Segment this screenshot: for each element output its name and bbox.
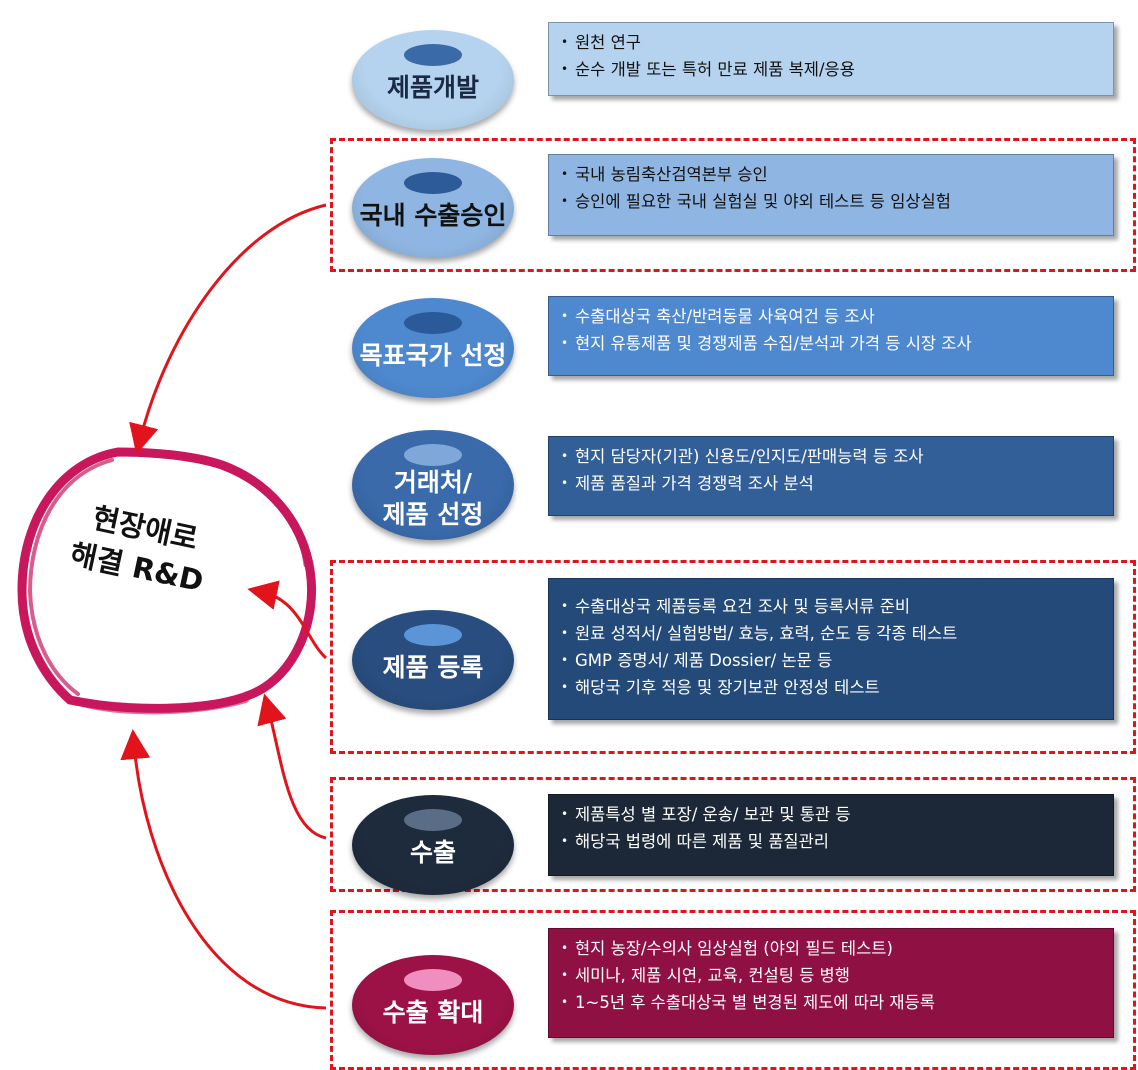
disc-highlight	[404, 624, 462, 646]
stage-disc-partner-selection: 거래처/ 제품 선정	[352, 430, 514, 540]
stage-box-target-country: •수출대상국 축산/반려동물 사육여건 등 조사 •현지 유통제품 및 경쟁제품…	[548, 296, 1114, 376]
stage-box-product-registration: •수출대상국 제품등록 요건 조사 및 등록서류 준비 •원료 성적서/ 실험방…	[548, 578, 1114, 720]
stage-box-export: •제품특성 별 포장/ 운송/ 보관 및 통관 등 •해당국 법령에 따른 제품…	[548, 794, 1114, 876]
disc-highlight	[404, 444, 462, 466]
bullet-item: •해당국 법령에 따른 제품 및 품질관리	[561, 832, 829, 851]
stage-disc-product-registration: 제품 등록	[352, 610, 514, 710]
bullet-item: •순수 개발 또는 특허 만료 제품 복제/응용	[561, 60, 855, 79]
bullet-item: •현지 유통제품 및 경쟁제품 수집/분석과 가격 등 시장 조사	[561, 334, 972, 353]
stage-disc-product-development: 제품개발	[352, 30, 514, 130]
bullet-item: •1~5년 후 수출대상국 별 변경된 제도에 따라 재등록	[561, 993, 935, 1012]
feedback-arrows	[120, 203, 328, 1010]
arrow-registration-to-center	[247, 580, 328, 660]
bullet-item: •승인에 필요한 국내 실험실 및 야외 테스트 등 임상실험	[561, 192, 951, 211]
bullet-item: •수출대상국 축산/반려동물 사육여건 등 조사	[561, 307, 875, 326]
bullet-item: •해당국 기후 적응 및 장기보관 안정성 테스트	[561, 678, 880, 697]
bullet-item: •원료 성적서/ 실험방법/ 효능, 효력, 순도 등 각종 테스트	[561, 624, 958, 643]
arrow-export-to-center	[257, 693, 327, 840]
bullet-item: •국내 농림축산검역본부 승인	[561, 165, 768, 184]
stage-disc-domestic-approval: 국내 수출승인	[352, 158, 514, 258]
stage-box-domestic-approval: •국내 농림축산검역본부 승인 •승인에 필요한 국내 실험실 및 야외 테스트…	[548, 154, 1114, 236]
stage-box-export-expansion: •현지 농장/수의사 임상실험 (야외 필드 테스트) •세미나, 제품 시연,…	[548, 928, 1114, 1038]
disc-highlight	[404, 809, 462, 831]
stage-box-product-development: •원천 연구 •순수 개발 또는 특허 만료 제품 복제/응용	[548, 22, 1114, 96]
disc-highlight	[404, 172, 462, 194]
stage-disc-target-country: 목표국가 선정	[352, 298, 514, 398]
bullet-item: •제품 품질과 가격 경쟁력 조사 분석	[561, 474, 814, 493]
center-brush-circle	[17, 447, 317, 715]
frame-product-registration	[330, 560, 1136, 754]
bullet-item: •세미나, 제품 시연, 교육, 컨설팅 등 병행	[561, 966, 850, 985]
bullet-item: •수출대상국 제품등록 요건 조사 및 등록서류 준비	[561, 597, 911, 616]
bullet-item: •현지 농장/수의사 임상실험 (야외 필드 테스트)	[561, 939, 893, 958]
arrow-expansion-to-center	[120, 729, 327, 1010]
arrow-approval-to-center	[129, 203, 327, 455]
frame-export	[330, 777, 1136, 892]
stage-box-partner-selection: •현지 담당자(기관) 신용도/인지도/판매능력 등 조사 •제품 품질과 가격…	[548, 436, 1114, 516]
bullet-item: •GMP 증명서/ 제품 Dossier/ 논문 등	[561, 651, 833, 670]
disc-highlight	[404, 312, 462, 334]
disc-highlight	[404, 969, 462, 991]
stage-disc-export: 수출	[352, 795, 514, 895]
bullet-item: •현지 담당자(기관) 신용도/인지도/판매능력 등 조사	[561, 447, 924, 466]
frame-domestic-approval	[330, 138, 1136, 272]
bullet-item: •원천 연구	[561, 33, 641, 52]
stage-disc-export-expansion: 수출 확대	[352, 955, 514, 1055]
bullet-item: •제품특성 별 포장/ 운송/ 보관 및 통관 등	[561, 805, 851, 824]
disc-highlight	[404, 44, 462, 66]
